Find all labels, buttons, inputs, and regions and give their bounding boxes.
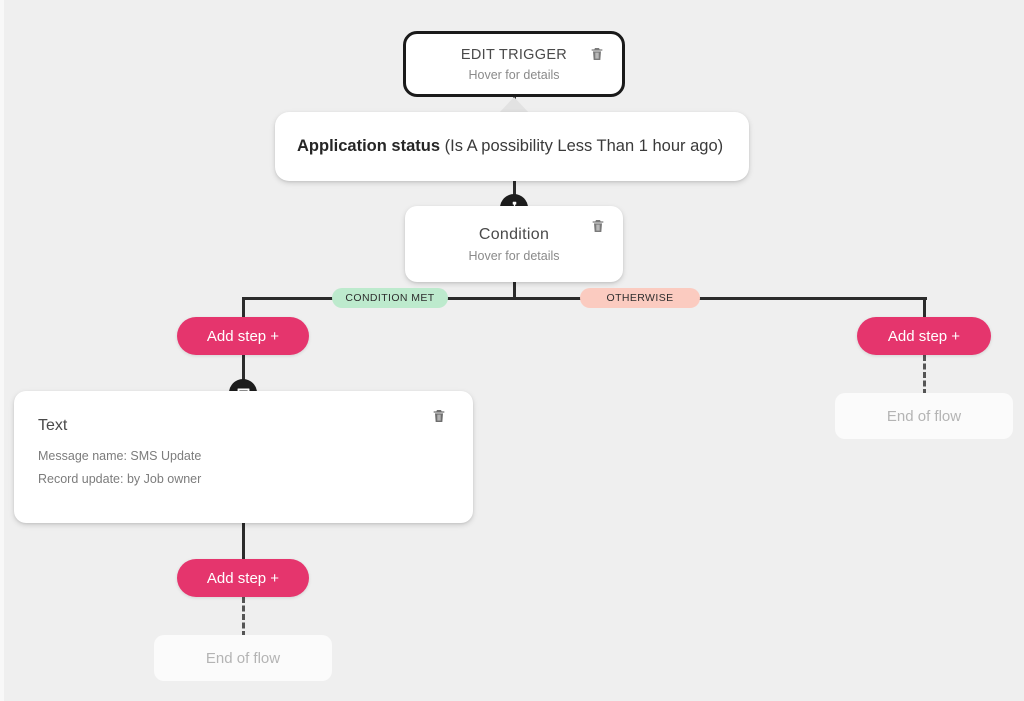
application-status-detail-bubble: Application status (Is A possibility Les… [275,112,749,181]
add-step-button-after-text[interactable]: Add step + [177,559,309,597]
condition-subtitle: Hover for details [468,248,560,263]
connector-bus-to-right-add-step [923,297,926,321]
connector-condition-to-bus [513,280,516,300]
condition-title: Condition [478,225,550,243]
add-step-button-condition-met[interactable]: Add step + [177,317,309,355]
connector-right-add-step-to-end-of-flow [923,355,926,395]
connector-text-card-to-bottom-add-step [242,520,245,562]
end-of-flow-otherwise: End of flow [835,393,1013,439]
connector-bus-to-left-add-step [242,297,245,321]
branch-label-otherwise: OTHERWISE [580,288,700,308]
add-step-button-otherwise[interactable]: Add step + [857,317,991,355]
detail-bubble-rest-text: (Is A possibility Less Than 1 hour ago) [444,137,724,155]
edit-trigger-title: EDIT TRIGGER [460,46,568,63]
detail-bubble-bold-text: Application status [297,137,445,155]
condition-node[interactable]: Condition Hover for details [405,206,623,282]
text-action-card[interactable]: Text Message name: SMS Update Record upd… [14,391,473,523]
trash-icon[interactable] [590,217,606,235]
end-of-flow-condition-met: End of flow [154,635,332,681]
connector-left-add-step-to-text-card [242,352,245,394]
text-action-heading: Text [38,417,68,434]
branch-label-condition-met: CONDITION MET [332,288,448,308]
detail-bubble-text: Application status (Is A possibility Les… [297,137,723,156]
detail-bubble-arrow [498,97,530,114]
text-action-line-message-name: Message name: SMS Update [38,449,202,463]
canvas-left-edge [0,0,4,701]
trash-icon[interactable] [431,407,447,425]
trash-icon[interactable] [589,45,605,63]
connector-bottom-add-step-to-end-of-flow [242,597,245,637]
edit-trigger-node[interactable]: EDIT TRIGGER Hover for details [403,31,625,97]
text-action-line-record-update: Record update: by Job owner [38,472,202,486]
edit-trigger-subtitle: Hover for details [468,67,560,82]
